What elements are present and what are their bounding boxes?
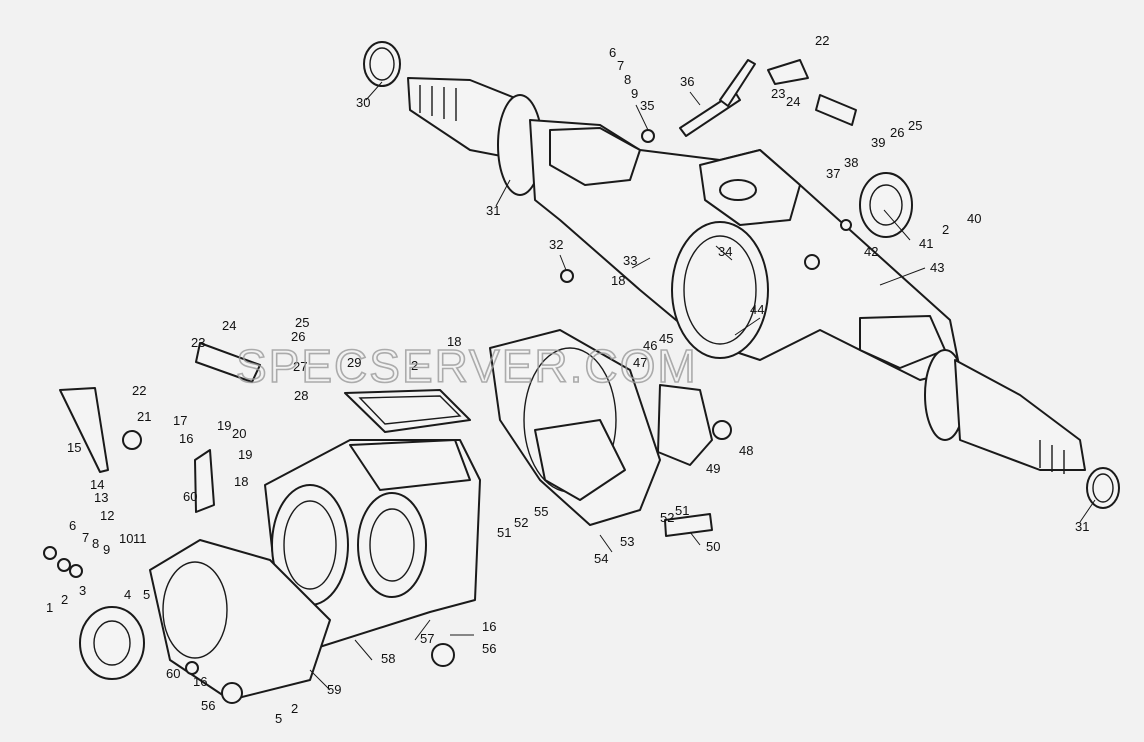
carrier-flange [344,329,732,537]
part-callout-5: 5 [143,587,150,602]
part-callout-23: 23 [191,335,205,350]
part-callout-2: 2 [291,701,298,716]
part-callout-7: 7 [617,58,624,73]
part-callout-51: 51 [675,503,689,518]
part-callout-58: 58 [381,651,395,666]
part-callout-41: 41 [919,236,933,251]
part-callout-31: 31 [1075,519,1089,534]
part-callout-8: 8 [624,72,631,87]
part-callout-46: 46 [643,338,657,353]
part-callout-24: 24 [786,94,800,109]
part-callout-2: 2 [942,222,949,237]
watermark-text: SPECSERVER.COM [236,340,698,392]
part-callout-59: 59 [327,682,341,697]
part-callout-15: 15 [67,440,81,455]
axle-housing [363,41,1120,509]
part-callout-6: 6 [69,518,76,533]
part-callout-48: 48 [739,443,753,458]
part-callout-40: 40 [967,211,981,226]
part-callout-53: 53 [620,534,634,549]
part-callout-31: 31 [486,203,500,218]
part-callout-36: 36 [680,74,694,89]
part-callout-51: 51 [497,525,511,540]
part-callout-7: 7 [82,530,89,545]
part-callout-22: 22 [132,383,146,398]
part-callout-11: 11 [133,531,147,546]
part-callout-20: 20 [232,426,246,441]
part-callout-3: 3 [79,583,86,598]
part-callout-50: 50 [706,539,720,554]
part-callout-24: 24 [222,318,236,333]
part-callout-52: 52 [660,510,674,525]
part-callout-19: 19 [217,418,231,433]
part-callout-14: 14 [90,477,104,492]
part-callout-1: 1 [46,600,53,615]
part-callout-38: 38 [844,155,858,170]
part-callout-29: 29 [347,355,361,370]
gearbox-case [43,342,481,704]
part-callout-56: 56 [482,641,496,656]
part-callout-49: 49 [706,461,720,476]
part-callout-34: 34 [718,244,732,259]
part-callout-28: 28 [294,388,308,403]
part-callout-60: 60 [166,666,180,681]
part-callout-56: 56 [201,698,215,713]
part-callout-5: 5 [275,711,282,726]
part-callout-10: 10 [119,531,133,546]
part-callout-55: 55 [534,504,548,519]
part-callout-2: 2 [61,592,68,607]
part-callout-8: 8 [92,536,99,551]
part-callout-45: 45 [659,331,673,346]
part-callout-25: 25 [295,315,309,330]
part-callout-57: 57 [420,631,434,646]
part-callout-25: 25 [908,118,922,133]
part-callout-13: 13 [94,490,108,505]
part-callout-35: 35 [640,98,654,113]
part-callout-18: 18 [234,474,248,489]
part-callout-17: 17 [173,413,187,428]
part-callout-39: 39 [871,135,885,150]
part-callout-30: 30 [356,95,370,110]
part-callout-52: 52 [514,515,528,530]
part-callout-37: 37 [826,166,840,181]
part-callout-22: 22 [815,33,829,48]
part-callout-26: 26 [890,125,904,140]
part-callout-60: 60 [183,489,197,504]
part-callout-47: 47 [633,355,647,370]
part-callout-16: 16 [482,619,496,634]
part-callout-16: 16 [193,674,207,689]
part-callout-4: 4 [124,587,131,602]
part-callout-33: 33 [623,253,637,268]
part-callout-19: 19 [238,447,252,462]
part-callout-26: 26 [291,329,305,344]
part-callout-18: 18 [447,334,461,349]
part-callout-6: 6 [609,45,616,60]
part-callout-44: 44 [750,302,764,317]
part-callout-23: 23 [771,86,785,101]
part-callout-43: 43 [930,260,944,275]
leader-lines [309,81,1096,691]
part-callout-32: 32 [549,237,563,252]
part-callout-12: 12 [100,508,114,523]
part-callout-21: 21 [137,409,151,424]
part-callout-18: 18 [611,273,625,288]
part-callout-16: 16 [179,431,193,446]
part-callout-54: 54 [594,551,608,566]
part-callout-9: 9 [631,86,638,101]
part-callout-27: 27 [293,359,307,374]
part-callout-42: 42 [864,244,878,259]
part-callout-2: 2 [411,358,418,373]
part-callout-9: 9 [103,542,110,557]
